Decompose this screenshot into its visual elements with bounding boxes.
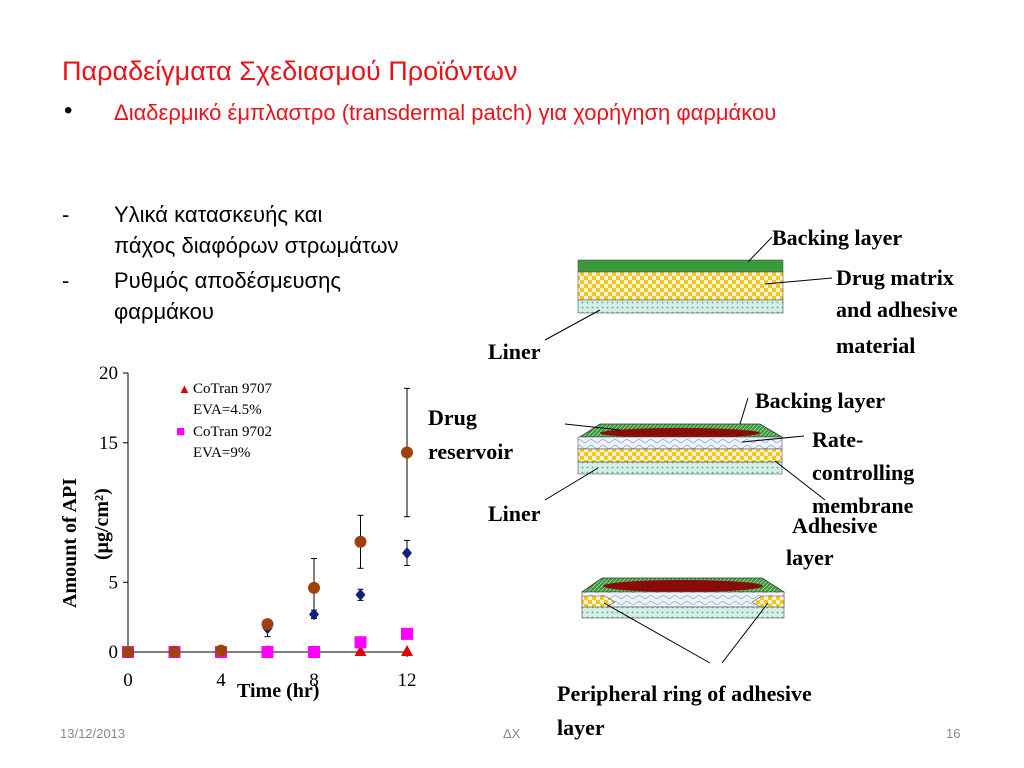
label-drug-reservoir-2: reservoir [428, 439, 514, 464]
y-tick-label: 20 [99, 363, 118, 384]
liner-layer-mid [577, 461, 783, 475]
label-rate-controlling-3: membrane [812, 493, 914, 518]
adhesive-ring-right [751, 595, 785, 609]
data-point-diamond [355, 588, 366, 601]
label-drug-matrix-2: and adhesive [836, 297, 958, 322]
data-point-diamond [309, 608, 319, 621]
label-drug-reservoir-1: Drug [428, 405, 477, 430]
data-point-square [354, 636, 367, 649]
data-point-circle [308, 581, 320, 594]
label-adhesive-layer-2: layer [786, 545, 834, 570]
chart-ticks: 0 5 15 20 0 4 8 12 [99, 363, 417, 691]
data-point-diamond [402, 546, 412, 559]
label-drug-matrix-1: Drug matrix [836, 265, 954, 290]
label-adhesive-layer-1: Adhesive [792, 513, 878, 538]
y-tick-label: 15 [99, 433, 118, 454]
reservoir-patch [544, 397, 826, 501]
chart-legend: ▲ CoTran 9707 EVA=4.5% ■ CoTran 9702 EVA… [176, 381, 273, 461]
subitem-2-line-2: φαρμάκου [114, 299, 214, 324]
chart-errorbars [264, 387, 410, 638]
label-liner-top: Liner [488, 339, 541, 364]
data-point-square [261, 646, 274, 658]
label-backing-layer-mid: Backing layer [755, 388, 886, 413]
y-tick-label: 0 [109, 642, 119, 663]
footer-center: ΔΧ [503, 726, 521, 741]
y-axis-label-line-2: (μg/cm²) [91, 488, 113, 560]
y-axis-label-line-1: Amount of API [59, 478, 81, 608]
legend-marker-triangle: ▲ [178, 381, 191, 396]
data-point-circle [354, 535, 367, 548]
drug-reservoir-bottom [603, 580, 763, 592]
label-rate-controlling-2: controlling [812, 460, 915, 485]
label-peripheral-ring-2: layer [557, 715, 605, 740]
peripheral-ring-patch [580, 577, 786, 664]
data-point-square [308, 646, 320, 658]
legend-marker-square: ■ [176, 424, 185, 440]
x-tick-label: 8 [309, 670, 319, 691]
data-point-circle [168, 646, 181, 658]
liner-layer-bottom [581, 606, 785, 619]
legend-series-2-line-2: EVA=9% [193, 445, 250, 461]
subitem-symbol-1: - [62, 202, 70, 227]
chart-axes [127, 373, 407, 653]
x-tick-label: 0 [123, 670, 133, 691]
bullet-symbol: • [64, 97, 73, 124]
data-point-square [401, 627, 413, 640]
label-liner-mid: Liner [488, 501, 541, 526]
data-point-triangle [401, 645, 413, 656]
drug-reservoir [600, 428, 760, 438]
legend-series-2-line-1: CoTran 9702 [193, 424, 272, 440]
label-rate-controlling-1: Rate- [812, 427, 864, 452]
data-point-circle [122, 646, 134, 658]
label-backing-layer-top: Backing layer [772, 225, 903, 250]
subitem-1-line-1: Υλικά κατασκευής και [114, 202, 323, 227]
x-tick-label: 4 [216, 670, 226, 691]
bullet-text: Διαδερμικό έμπλαστρο (transdermal patch)… [114, 100, 777, 125]
data-point-circle [261, 618, 274, 631]
subitem-1-line-2: πάχος διαφόρων στρωμάτων [114, 233, 399, 258]
x-axis-label: Time (hr) [237, 680, 319, 702]
footer-page-number: 16 [946, 726, 961, 741]
legend-series-1-line-2: EVA=4.5% [193, 402, 262, 418]
data-point-circle [401, 446, 413, 459]
data-point-circle [215, 644, 227, 657]
x-tick-label: 12 [398, 670, 417, 691]
legend-series-1-line-1: CoTran 9707 [193, 381, 273, 397]
footer-date: 13/12/2013 [60, 726, 126, 741]
subitem-symbol-2: - [62, 268, 70, 293]
matrix-patch [544, 236, 833, 341]
chart-points [122, 446, 413, 658]
subitem-2-line-1: Ρυθμός αποδέσμευσης [114, 268, 341, 293]
slide-title: Παραδείγματα Σχεδιασμού Προϊόντων [62, 56, 518, 86]
label-drug-matrix-3: material [836, 333, 916, 358]
liner-layer-top [577, 299, 784, 314]
y-tick-label: 5 [109, 572, 119, 593]
data-point-triangle [354, 645, 367, 656]
label-peripheral-ring-1: Peripheral ring of adhesive [557, 681, 812, 706]
